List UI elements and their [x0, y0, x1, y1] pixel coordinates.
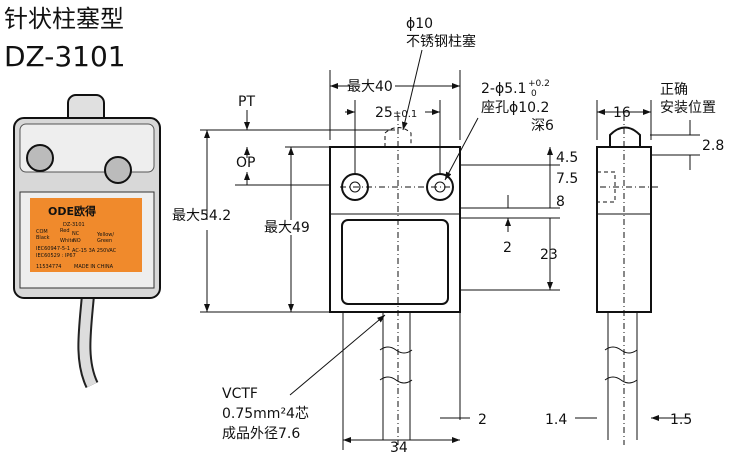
dims-op: OP [236, 155, 255, 171]
cable-spec: 0.75mm²4芯 [222, 406, 309, 422]
dims-d2b: 2 [478, 412, 487, 428]
dims-d14: 1.4 [545, 412, 567, 428]
title-type: 针状柱塞型 [4, 5, 124, 33]
seat-note: 座孔ϕ10.2 [481, 100, 549, 116]
label-std2: IEC60529 : IP67 [36, 253, 76, 259]
dims-d23: 23 [540, 247, 558, 263]
dims-max542: 最大54.2 [172, 208, 231, 224]
install-note-1: 正确 [660, 82, 688, 98]
dims-d15: 1.5 [670, 412, 692, 428]
label-brand: ODE欧得 [48, 204, 96, 218]
dims-d75: 7.5 [556, 171, 578, 187]
plunger-dia: ϕ10 [406, 16, 433, 32]
holes-note: 2-ϕ5.1 [481, 81, 526, 97]
depth-note: 深6 [531, 118, 554, 134]
label-std1: IEC60947-5-1 [36, 246, 70, 252]
dims-d8: 8 [556, 194, 565, 210]
cable-type: VCTF [222, 386, 258, 402]
label-red: Red [60, 228, 70, 234]
dims-d2a: 2 [503, 240, 512, 256]
dims-d45: 4.5 [556, 150, 578, 166]
plunger-material: 不锈钢柱塞 [406, 33, 476, 50]
side-view [596, 115, 660, 445]
dims-d25: 25 [375, 105, 393, 121]
product-label [30, 198, 142, 272]
title-model: DZ-3101 [4, 40, 126, 73]
dims-pt: PT [238, 94, 255, 110]
front-view [329, 115, 461, 445]
label-model: DZ-3101 [63, 222, 85, 228]
label-no: NO [73, 238, 81, 244]
dims-tol25: ±0.1 [393, 109, 417, 120]
label-green: Green [97, 238, 112, 244]
notes-tol_plus: +0.2 [528, 79, 550, 89]
label-nc: NC [72, 231, 80, 237]
dims-d28: 2.8 [702, 138, 724, 154]
dims-d16: 16 [613, 105, 631, 121]
label-made: MADE IN CHINA [74, 264, 114, 270]
dimension-lines [200, 49, 700, 450]
label-black: Black [36, 235, 50, 241]
install-note-2: 安装位置 [660, 100, 716, 116]
label-code: 11534774 [36, 264, 61, 270]
dims-max40: 最大40 [347, 79, 393, 95]
dims-max49: 最大49 [264, 220, 310, 236]
cable-diameter: 成品外径7.6 [222, 426, 300, 442]
label-white: White [60, 238, 75, 244]
label-com: COM [36, 229, 48, 235]
label-rating: AC-15 3A 250VAC [72, 248, 117, 254]
label-yellow: Yellow/ [96, 232, 114, 238]
dims-d34: 34 [390, 440, 408, 456]
notes-tol_minus: 0 [531, 89, 537, 99]
